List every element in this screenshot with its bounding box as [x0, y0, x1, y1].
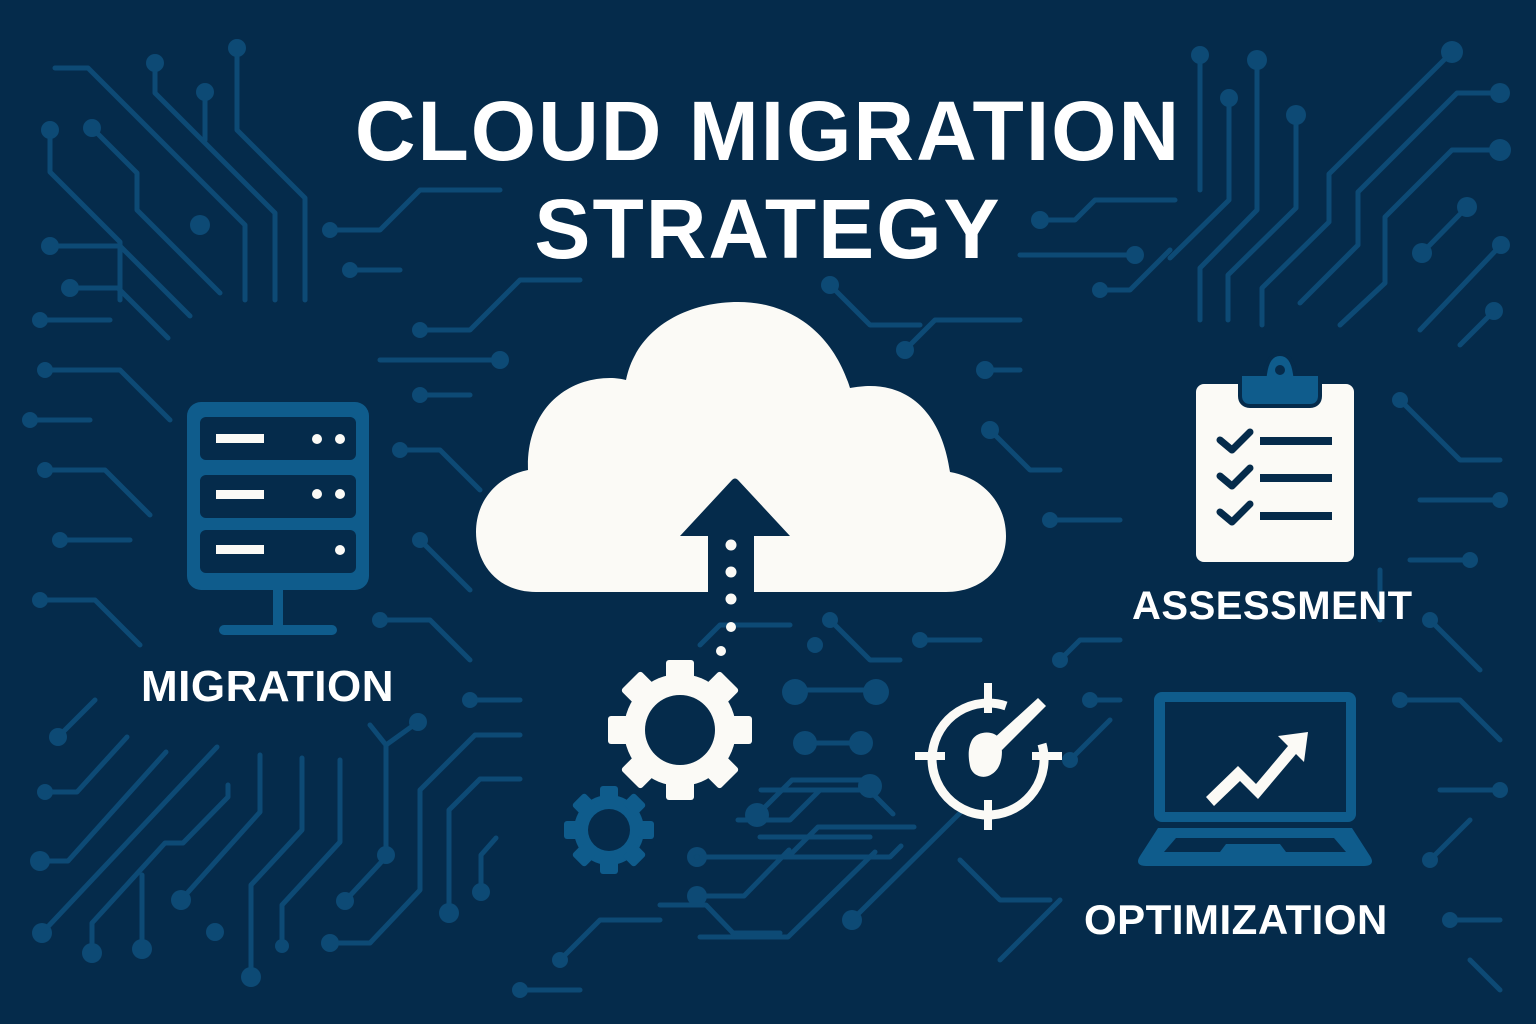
server-rack-icon [187, 402, 369, 635]
page-title: CLOUD MIGRATION STRATEGY [0, 82, 1536, 278]
upload-dot [716, 646, 726, 656]
small-gear-icon [564, 786, 654, 874]
gear-icon [608, 660, 752, 800]
title-line-2: STRATEGY [534, 182, 1002, 276]
cloud-upload-icon [476, 302, 1006, 632]
label-assessment: ASSESSMENT [1132, 584, 1413, 628]
title-line-1: CLOUD MIGRATION [354, 84, 1182, 178]
label-migration: MIGRATION [141, 662, 394, 711]
clipboard-checklist-icon [1196, 352, 1354, 562]
target-gauge-icon [915, 683, 1062, 830]
laptop-chart-icon [1138, 692, 1372, 866]
label-optimization: OPTIMIZATION [1084, 896, 1388, 943]
